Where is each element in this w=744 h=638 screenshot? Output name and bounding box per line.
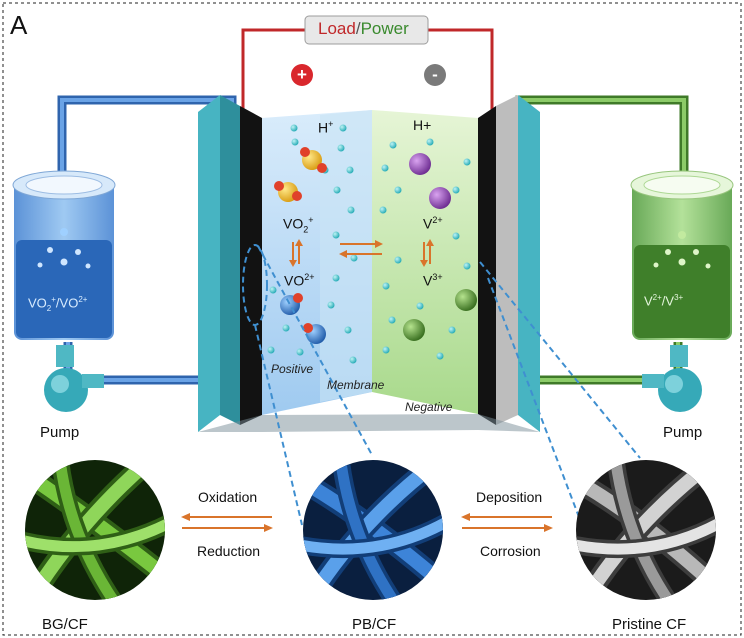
left-pump — [44, 345, 104, 412]
panel-letter: A — [10, 10, 28, 40]
right-electrolyte-tank — [630, 170, 734, 340]
green-pipe-top — [515, 95, 689, 175]
proton-label-left: H+ — [318, 119, 334, 136]
oxidation-label: Oxidation — [198, 489, 258, 505]
v-3plus-label: V3+ — [423, 272, 443, 289]
deposition-label: Deposition — [476, 489, 543, 505]
pristine-cf-caption: Pristine CF — [612, 616, 687, 633]
v-2plus-molecules — [409, 153, 451, 209]
vo-2plus-label: VO2+ — [284, 272, 315, 289]
load-power-label: Load/Power — [318, 19, 409, 39]
bg-cf-image — [25, 460, 165, 600]
vo2-plus-molecules — [274, 147, 327, 202]
v-2plus-label: V2+ — [423, 215, 443, 232]
left-pump-label: Pump — [40, 424, 80, 441]
wire-positive — [241, 28, 305, 135]
positive-terminal-icon: + — [291, 64, 313, 86]
load-text: Load — [318, 19, 356, 38]
negative-region-label: Negative — [405, 400, 453, 414]
flow-cell — [198, 95, 540, 432]
left-electrolyte-tank — [12, 170, 116, 340]
redox-arrows — [289, 239, 434, 267]
power-text: Power — [360, 19, 409, 38]
transition-arrows-right — [461, 513, 553, 532]
membrane-label: Membrane — [327, 378, 385, 392]
pristine-cf-image — [576, 460, 716, 600]
v-3plus-molecules — [403, 289, 477, 341]
load-separator: / — [355, 19, 361, 38]
pb-cf-image — [303, 460, 443, 600]
left-tank-label: VO2+/VO2+ — [28, 295, 88, 313]
reduction-label: Reduction — [197, 543, 261, 559]
right-pump-label: Pump — [663, 424, 703, 441]
proton-label-right: H+ — [413, 117, 432, 133]
transition-arrows-left — [181, 513, 273, 532]
corrosion-label: Corrosion — [480, 543, 541, 559]
wire-negative — [428, 28, 494, 135]
bg-cf-caption: BG/CF — [42, 616, 88, 633]
negative-terminal-icon: - — [424, 64, 446, 86]
vo2-plus-label: VO2+ — [283, 215, 314, 235]
right-pump — [642, 345, 702, 412]
load-box — [304, 15, 429, 45]
pb-cf-caption: PB/CF — [352, 616, 397, 633]
vo-2plus-molecules — [280, 293, 326, 344]
right-tank-label: V2+/V3+ — [644, 293, 684, 309]
zoom-callouts — [242, 244, 641, 526]
positive-region-label: Positive — [271, 362, 314, 376]
